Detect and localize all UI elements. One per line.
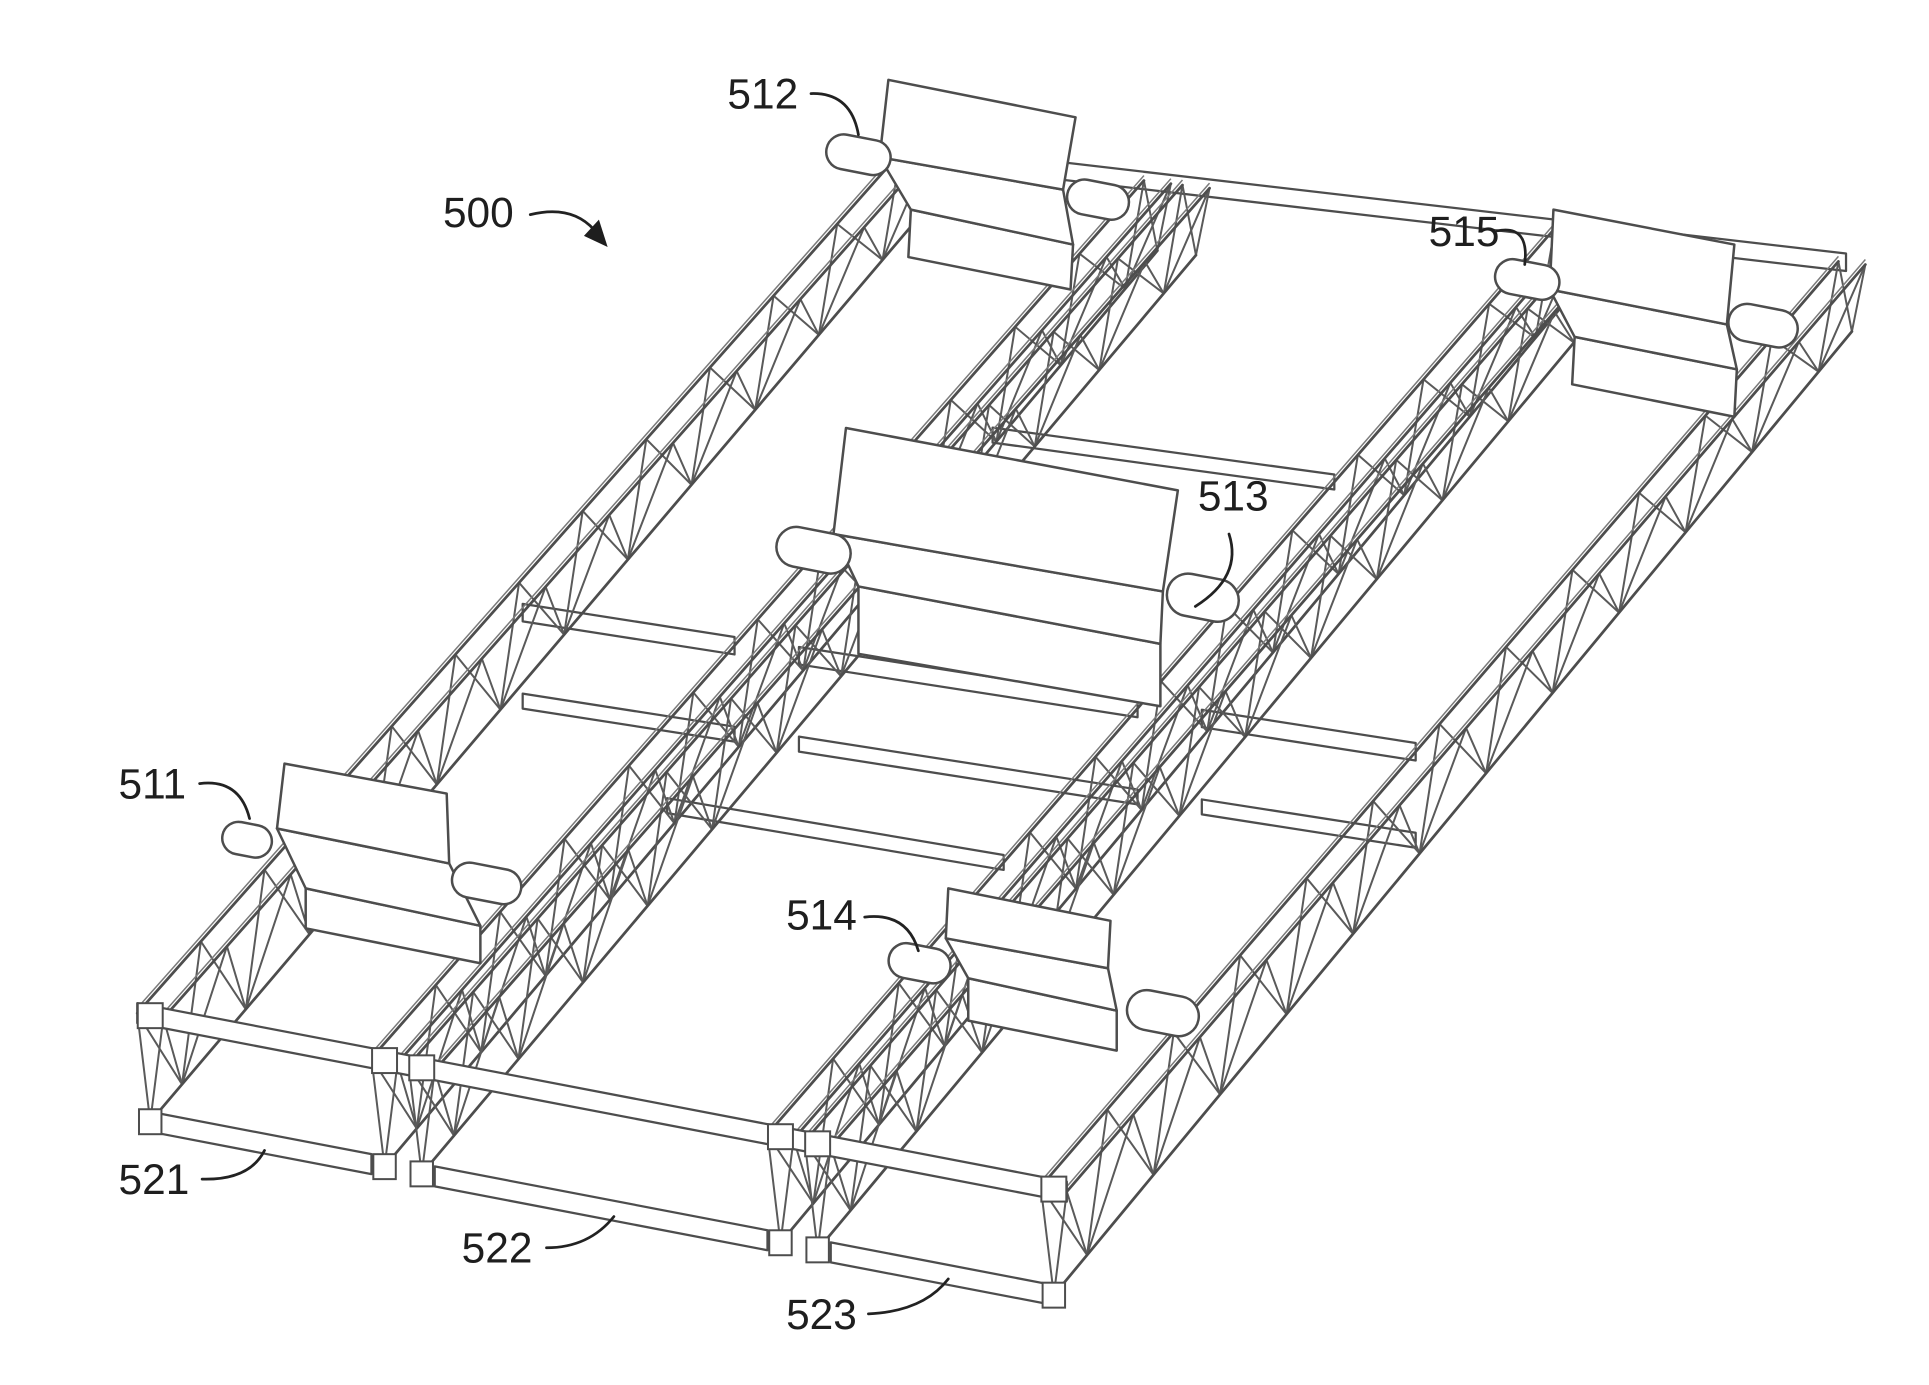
truss-web-member <box>1080 335 1099 370</box>
truss-web-member <box>1508 312 1554 422</box>
tube-collar <box>373 1154 395 1179</box>
truss-web-member <box>737 371 755 410</box>
tube-collar <box>806 1237 828 1262</box>
truss-bottom-chord <box>150 222 914 1121</box>
truss-web-member <box>673 443 691 485</box>
middle-cross-tube <box>1202 710 1416 761</box>
leader-500 <box>530 212 594 230</box>
truss-web-member <box>609 515 628 560</box>
truss-web-member <box>1133 1114 1153 1174</box>
callout-513: 513 <box>1198 472 1269 519</box>
tube-collar <box>372 1048 397 1073</box>
callout-522: 522 <box>462 1225 533 1272</box>
truss-web-member <box>418 731 437 785</box>
truss-web-member <box>1686 416 1706 533</box>
float-cylinder-right <box>1124 987 1203 1040</box>
leader-511 <box>200 783 250 818</box>
truss-web-member <box>755 299 800 410</box>
bottom-beam-523 <box>831 1242 1058 1306</box>
leader-521 <box>202 1150 264 1179</box>
truss-web-member <box>1094 843 1114 895</box>
truss-top-rail <box>831 236 1621 1146</box>
truss-web-member <box>819 227 864 335</box>
leader-523 <box>868 1279 948 1314</box>
leader-522 <box>547 1217 614 1248</box>
truss-web-member <box>1489 388 1508 422</box>
truss-web-member <box>1200 1037 1220 1094</box>
float-cylinder-right <box>1725 301 1801 351</box>
callout-515: 515 <box>1429 208 1500 255</box>
truss-web-member <box>1486 651 1533 773</box>
float-cylinder-left <box>886 940 954 986</box>
truss-web-member <box>1035 335 1081 446</box>
truss-web-member <box>1291 615 1311 658</box>
truss-end-post <box>780 1139 793 1243</box>
truss-web-member <box>1799 342 1819 372</box>
truss-web-member <box>1752 339 1772 453</box>
truss-web-member <box>1443 388 1489 501</box>
truss-web-member <box>1423 464 1443 501</box>
inner-cross-tube <box>667 798 1004 870</box>
middle-lower-cross-tube <box>799 737 1138 805</box>
callout-511: 511 <box>119 761 187 808</box>
truss-web-member <box>1732 419 1752 452</box>
callout-514: 514 <box>786 892 857 939</box>
truss-web-member <box>774 296 819 335</box>
truss-web-member <box>837 224 882 260</box>
truss-web-member <box>1099 262 1145 370</box>
truss-web-member <box>1666 496 1686 532</box>
truss-top-rail-edge <box>1067 260 1866 1187</box>
callout-512: 512 <box>727 71 798 118</box>
truss-web-member <box>246 870 265 1010</box>
callout-521: 521 <box>119 1156 190 1203</box>
tube-collar <box>769 1230 791 1255</box>
truss-web-member <box>800 299 818 335</box>
callout-523: 523 <box>786 1291 857 1338</box>
truss-web-member <box>227 946 246 1009</box>
truss-web-member <box>1553 574 1600 693</box>
truss-web-member <box>1752 342 1799 452</box>
truss-web-member <box>1067 1192 1087 1255</box>
tube-collar <box>1043 1283 1065 1308</box>
truss-web-member <box>1420 728 1467 853</box>
truss-web-member <box>1599 574 1619 613</box>
truss-web-member <box>1357 539 1377 579</box>
truss-top-rail <box>1067 265 1866 1192</box>
truss-web-member <box>1619 496 1666 612</box>
tube-collar <box>138 1003 163 1028</box>
float-cylinder-right <box>1163 570 1242 625</box>
truss-web-member <box>482 659 501 710</box>
truss-web-member <box>758 703 777 753</box>
truss-end-post <box>385 1063 398 1167</box>
truss-end-post <box>1196 188 1210 255</box>
truss-web-member <box>864 227 882 260</box>
truss-web-member <box>1533 651 1553 693</box>
float-cylinder-left <box>219 819 274 860</box>
tube-collar <box>805 1131 830 1156</box>
truss-web-member <box>1686 419 1733 532</box>
tube-collar <box>411 1161 433 1186</box>
truss-end-post <box>1852 265 1865 332</box>
truss-end-post <box>150 1018 163 1122</box>
tube-collar <box>409 1055 434 1080</box>
truss-web-member <box>1333 883 1353 934</box>
tube-collar <box>768 1124 793 1149</box>
truss-web-member <box>1466 728 1486 773</box>
callout-500: 500 <box>443 189 514 236</box>
tube-collar <box>1041 1177 1066 1202</box>
leader-512 <box>811 94 858 135</box>
truss-web-member <box>691 371 736 485</box>
truss-top-rail-edge <box>163 150 927 1013</box>
truss-web-member <box>1145 262 1164 294</box>
tube-collar <box>139 1109 161 1134</box>
truss-web-member <box>1266 960 1286 1014</box>
